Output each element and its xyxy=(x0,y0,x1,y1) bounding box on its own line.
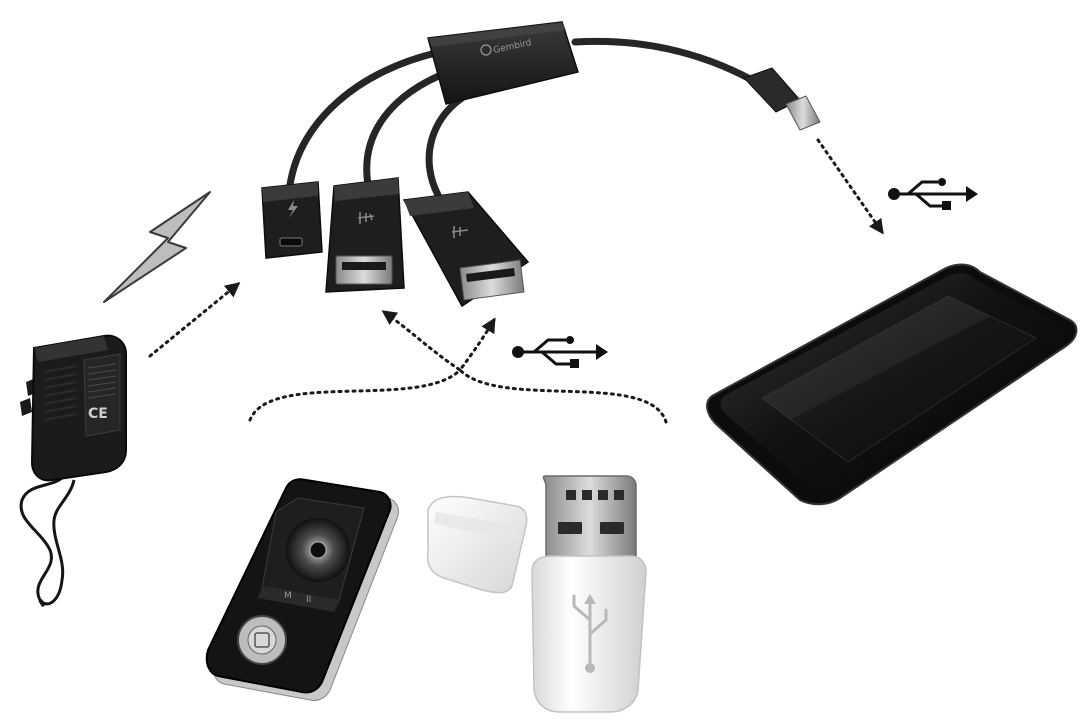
micro-usb-plug xyxy=(743,67,821,131)
hub-cables xyxy=(286,37,756,199)
power-port-lightning-icon xyxy=(288,200,298,218)
brand-logo-icon xyxy=(480,44,492,56)
arrow-devices-to-usb-port-1 xyxy=(248,310,463,422)
micro-usb-socket xyxy=(279,237,303,247)
cable-to-micro-usb-plug xyxy=(571,37,756,84)
charger-cable xyxy=(19,469,76,606)
flash-drive-cap xyxy=(426,495,528,594)
arrow-devices-to-usb-port-2 xyxy=(458,317,668,424)
mp3-nav-mark-pause: II xyxy=(306,595,311,605)
usb-port-2-connector xyxy=(402,191,530,308)
cable-to-power-port xyxy=(286,48,444,189)
mp3-nav-mark-m: M xyxy=(284,591,292,601)
tablet xyxy=(706,263,1078,506)
mp3-player: M II xyxy=(205,478,399,701)
charger-ce-mark: CE xyxy=(88,406,108,422)
usb-port-1-usb-icon xyxy=(357,212,375,224)
hub-box: Gembird xyxy=(427,21,579,105)
usb-flash-drive xyxy=(531,475,647,713)
cable-to-usb-port-2 xyxy=(425,94,466,199)
flash-drive-connector xyxy=(542,475,637,567)
arrow-charger-to-power-port xyxy=(148,282,241,358)
flash-drive-usb-icon xyxy=(572,594,608,673)
usb-port-1-connector xyxy=(325,177,405,293)
usb-port-2-usb-icon xyxy=(451,226,469,238)
cable-to-usb-port-1 xyxy=(363,68,452,189)
usb-icon xyxy=(512,336,608,368)
power-port-connector xyxy=(261,181,323,259)
wall-charger: CE xyxy=(19,334,127,608)
arrow-hub-plug-to-tablet xyxy=(816,138,884,235)
usb-icon xyxy=(888,178,978,210)
tablet-screen xyxy=(761,295,1038,463)
dotted-arrows xyxy=(148,138,884,424)
lightning-bolt-icon xyxy=(103,191,211,303)
